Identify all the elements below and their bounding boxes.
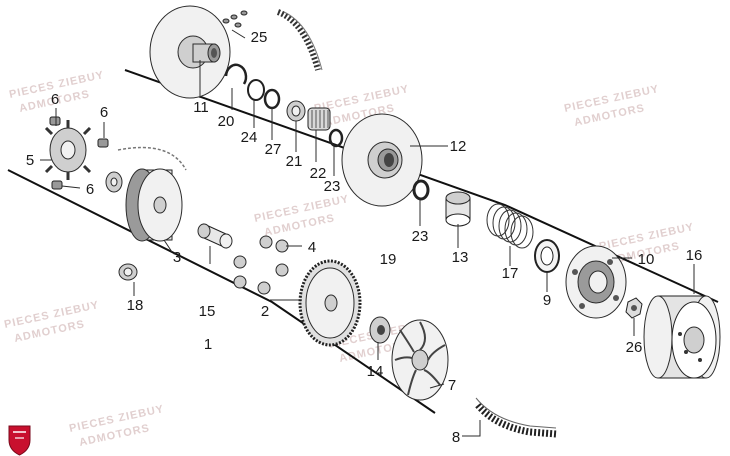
callout-10: 10	[638, 251, 655, 268]
callout-6b: 6	[100, 104, 108, 121]
part-1-sleeve	[197, 223, 233, 249]
part-20-circlip	[224, 63, 248, 85]
callout-23b: 23	[412, 228, 429, 245]
part-12-sliding-face	[341, 113, 423, 207]
callout-18: 18	[127, 297, 144, 314]
belt-edge-top	[283, 11, 323, 71]
callout-6a: 6	[51, 91, 59, 108]
callout-5: 5	[26, 152, 34, 169]
callout-24: 24	[241, 129, 258, 146]
part-23-ring-upper	[328, 128, 344, 148]
part-callouts: 1 2 3 4 5 6 6 6 7 8 9 10 11 12 13 14 15 …	[26, 29, 703, 446]
callout-15: 15	[199, 303, 216, 320]
part-8-belt	[475, 397, 557, 438]
callout-2: 2	[261, 303, 269, 320]
part-16-clutch-bell	[643, 295, 721, 379]
callout-19: 19	[380, 251, 397, 268]
callout-13: 13	[452, 249, 469, 266]
assembly-axis-lines	[7, 69, 719, 414]
part-21-bearing	[286, 100, 306, 122]
callout-25: 25	[251, 29, 268, 46]
part-18-bushing	[118, 263, 138, 281]
callout-17: 17	[502, 265, 519, 282]
callout-21: 21	[286, 153, 303, 170]
part-14-nut	[369, 316, 391, 344]
upper-axis-line	[124, 69, 719, 303]
part-27-ring	[263, 88, 281, 110]
belt-segment-top	[276, 9, 321, 71]
callout-3: 3	[173, 249, 181, 266]
callout-20: 20	[218, 113, 235, 130]
callout-1: 1	[204, 336, 212, 353]
callout-16: 16	[686, 247, 703, 264]
brand-logo	[8, 425, 31, 456]
callout-9: 9	[543, 292, 551, 309]
callout-4: 4	[308, 239, 316, 256]
callout-14: 14	[367, 363, 384, 380]
callout-26: 26	[626, 339, 643, 356]
part-9-washer	[534, 239, 560, 273]
part-13-seal	[445, 191, 471, 227]
part-17-spring	[486, 203, 534, 249]
part-25-pins	[222, 10, 248, 28]
part-10-clutch	[565, 245, 627, 319]
part-5-ramp-plate	[44, 120, 92, 180]
callout-6c: 6	[86, 181, 94, 198]
part-11-driven-face	[149, 5, 231, 99]
part-22-needle-bearing	[307, 107, 331, 131]
callout-27: 27	[265, 141, 282, 158]
callout-23a: 23	[324, 178, 341, 195]
callout-11: 11	[193, 99, 209, 116]
part-3-variator	[117, 146, 187, 242]
collar	[105, 171, 123, 193]
callout-7: 7	[448, 377, 456, 394]
part-24-ring	[247, 79, 265, 101]
part-23-collar-lower	[412, 179, 430, 201]
part-6-sliders	[49, 116, 109, 190]
part-26-nut	[625, 297, 643, 319]
callout-22: 22	[310, 165, 327, 182]
part-4-rollers	[233, 235, 289, 295]
leader-lines	[40, 29, 695, 437]
lower-axis-line	[7, 169, 436, 414]
callout-12: 12	[450, 138, 467, 155]
part-2-starter-gear	[298, 259, 362, 347]
part-7-fan	[391, 319, 449, 401]
callout-8: 8	[452, 429, 460, 446]
